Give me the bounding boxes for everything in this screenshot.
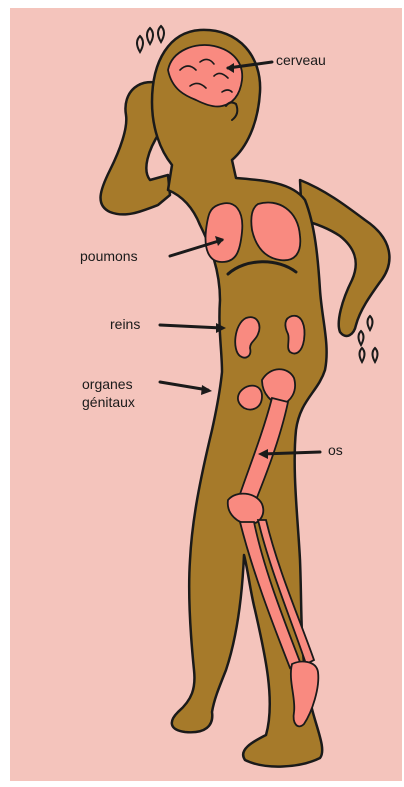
label-poumons: poumons bbox=[80, 248, 138, 264]
pointer-os bbox=[262, 452, 320, 454]
sweat-drops-hip bbox=[359, 316, 378, 362]
pointer-reins bbox=[160, 325, 222, 328]
sweat-drops-head bbox=[137, 26, 164, 52]
right-kidney bbox=[285, 316, 304, 354]
genital-organ bbox=[238, 386, 262, 410]
label-cerveau: cerveau bbox=[276, 52, 326, 68]
left-lung bbox=[206, 203, 243, 262]
label-os: os bbox=[328, 442, 343, 458]
pointer-organes bbox=[160, 382, 208, 390]
label-organes-line2: génitaux bbox=[82, 394, 135, 410]
label-organes-line1: organes bbox=[82, 376, 133, 392]
label-reins: reins bbox=[110, 316, 140, 332]
